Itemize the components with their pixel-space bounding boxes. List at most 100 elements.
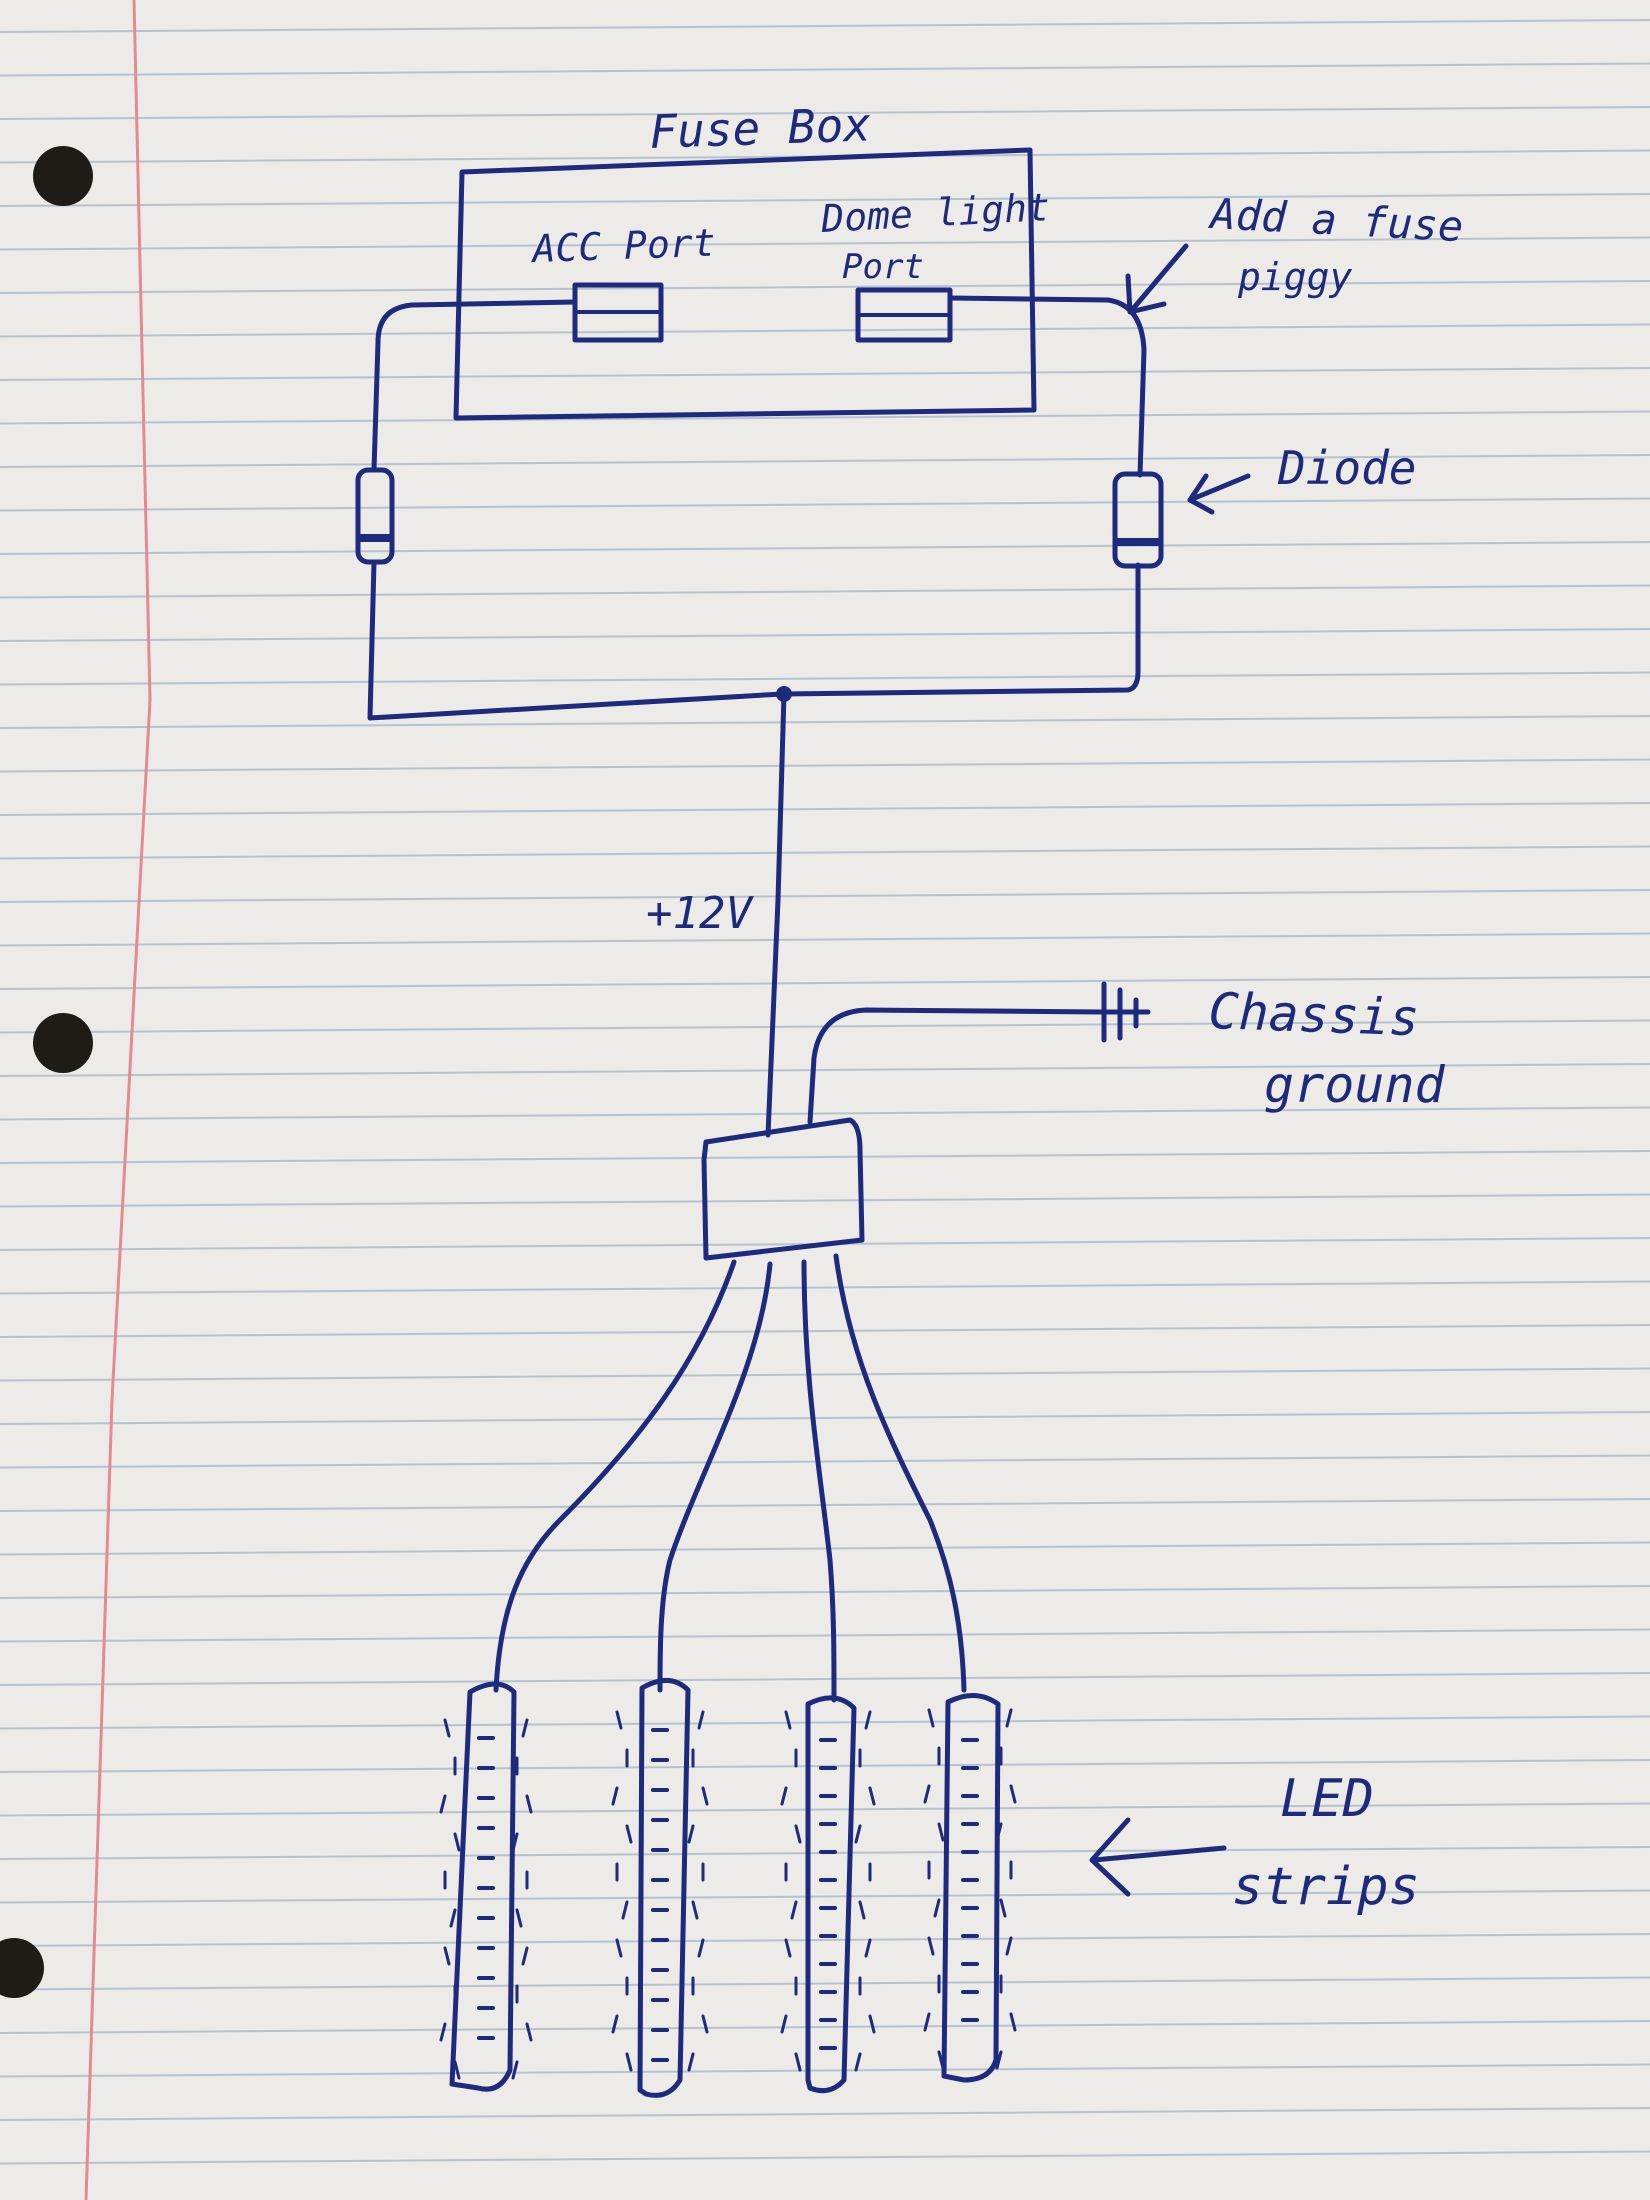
led-glow-mark	[854, 1824, 862, 1844]
led-glow-mark	[784, 1710, 792, 1730]
led-strip	[923, 1693, 1017, 2083]
rule-line	[0, 541, 1650, 555]
led-glow-mark	[995, 1822, 1003, 1842]
led-glow-mark	[923, 1784, 931, 1804]
led-glow-mark	[794, 1824, 802, 1844]
chassis-label-line1: Chassis	[1208, 982, 1421, 1047]
rule-line	[0, 889, 1650, 903]
led-glow-mark	[511, 2060, 519, 2080]
led-glow-mark	[1009, 2012, 1017, 2032]
acc-port: ACC Port	[530, 221, 716, 343]
led-glow-mark	[691, 1900, 699, 1920]
ground-symbol-icon	[1097, 981, 1151, 1043]
rule-line	[0, 976, 1650, 990]
led-glow-mark	[443, 1946, 451, 1966]
dome-light-label-line1: Dome light	[819, 185, 1051, 241]
led-glow-mark	[611, 2014, 619, 2034]
diode-icon	[355, 467, 395, 565]
led-feed-wires	[493, 1253, 967, 1703]
wiring-harness	[367, 295, 1147, 721]
rule-line	[0, 193, 1650, 207]
led-glow-mark	[858, 1900, 866, 1920]
led-glow-mark	[780, 2014, 788, 2034]
led-glow-mark	[937, 2050, 945, 2070]
rule-line	[0, 1976, 1650, 1991]
rule-line	[0, 280, 1650, 294]
fuse-piggy-annotation: Add a fuse piggy	[1125, 189, 1465, 315]
led-glow-mark	[854, 2052, 862, 2072]
diode-label: Diode	[1277, 441, 1416, 495]
rule-line	[0, 1280, 1650, 1295]
led-glow-mark	[611, 1786, 619, 1806]
led-glow-mark	[923, 2012, 931, 2032]
led-strip	[780, 1695, 876, 2094]
led-glow-mark	[937, 1822, 945, 1842]
binder-hole-bottom	[0, 1938, 44, 1998]
led-glow-mark	[864, 1710, 872, 1730]
rule-line	[0, 932, 1650, 947]
rule-line	[0, 2150, 1650, 2165]
rule-line	[0, 2063, 1650, 2078]
led-glow-mark	[1005, 1708, 1013, 1728]
rule-line	[0, 584, 1650, 599]
margin-line	[84, 0, 152, 2200]
led-glow-mark	[697, 1710, 705, 1730]
led-glow-mark	[621, 1900, 629, 1920]
rule-line	[0, 410, 1650, 425]
rule-line	[0, 236, 1650, 251]
led-glow-mark	[790, 1900, 798, 1920]
rule-lines	[0, 19, 1650, 2165]
led-glow-mark	[780, 1786, 788, 1806]
rule-line	[0, 1672, 1650, 1686]
chassis-label-line2: ground	[1264, 1056, 1446, 1114]
rule-line	[0, 628, 1650, 642]
diode-annotation: Diode	[1187, 441, 1416, 515]
fuse-box-label: Fuse Box	[648, 97, 872, 159]
rule-line	[0, 1367, 1650, 1382]
led-glow-mark	[687, 1824, 695, 1844]
rule-line	[0, 2020, 1650, 2034]
diode-icon	[1112, 471, 1164, 569]
led-label-line2: strips	[1232, 1857, 1420, 1917]
led-glow-mark	[927, 1708, 935, 1728]
rule-line	[0, 1933, 1650, 1947]
led-glow-mark	[449, 1908, 457, 1928]
led-glow-mark	[521, 1946, 529, 1966]
rule-line	[0, 1411, 1650, 1425]
add-fuse-label-line1: Add a fuse	[1206, 189, 1464, 251]
fuse-box: Fuse Box	[453, 97, 1037, 421]
rule-line	[0, 802, 1650, 816]
led-glow-mark	[687, 2052, 695, 2072]
led-glow-mark	[625, 1824, 633, 1844]
rule-line	[0, 19, 1650, 33]
led-glow-mark	[784, 1938, 792, 1958]
led-glow-mark	[511, 1832, 519, 1852]
led-annotation: LED strips	[1089, 1769, 1420, 1917]
dome-light-label-line2: Port	[842, 247, 924, 287]
led-strip	[611, 1678, 709, 2098]
splitter-block	[701, 1117, 865, 1261]
led-glow-mark	[701, 2014, 709, 2034]
led-glow-mark	[515, 1908, 523, 1928]
rule-line	[0, 715, 1650, 729]
led-glow-mark	[697, 1938, 705, 1958]
led-glow-mark	[868, 1786, 876, 1806]
dome-light-port: Dome light Port	[819, 185, 1051, 343]
rule-line	[0, 1324, 1650, 1338]
led-glow-mark	[927, 1936, 935, 1956]
led-glow-mark	[1005, 1936, 1013, 1956]
binder-hole-middle	[33, 1013, 93, 1073]
led-label-line1: LED	[1280, 1769, 1374, 1829]
led-glow-mark	[933, 1898, 941, 1918]
chassis-ground: Chassis ground	[807, 981, 1446, 1125]
led-glow-mark	[864, 1938, 872, 1958]
rule-line	[0, 845, 1650, 860]
arrow-icon	[1187, 473, 1251, 515]
binder-hole-top	[33, 146, 93, 206]
rule-line	[0, 367, 1650, 381]
voltage-label: +12V	[646, 888, 754, 939]
rule-line	[0, 323, 1650, 338]
rule-line	[0, 1193, 1650, 1208]
rule-line	[0, 1063, 1650, 1077]
